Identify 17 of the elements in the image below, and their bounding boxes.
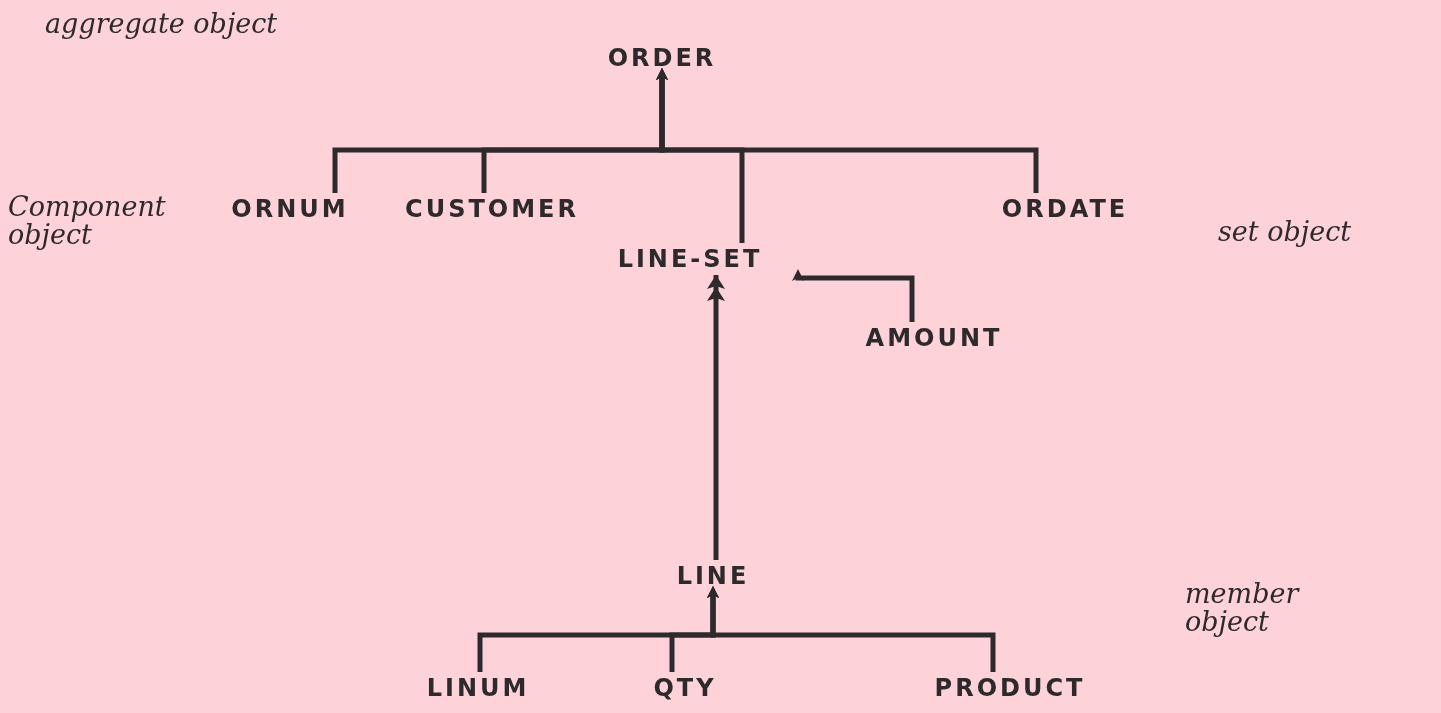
node-label: LINUM bbox=[422, 672, 534, 704]
arrow bbox=[707, 586, 996, 672]
annotation-text: member object bbox=[1185, 580, 1301, 637]
arrow bbox=[656, 68, 1039, 193]
node-label: PRODUCT bbox=[930, 672, 1090, 704]
annotation-text: aggregate object bbox=[45, 10, 279, 39]
annotation-text: Component object bbox=[8, 193, 167, 250]
node-label: ORDER bbox=[603, 42, 721, 74]
node-label: QTY bbox=[649, 672, 721, 704]
node-label: CUSTOMER bbox=[401, 193, 583, 225]
node-label: ORDATE bbox=[997, 193, 1133, 225]
node-label: LINE bbox=[672, 560, 754, 592]
annotation-text: set object bbox=[1218, 218, 1353, 247]
node-label: AMOUNT bbox=[861, 322, 1007, 354]
node-label: ORNUM bbox=[227, 193, 353, 225]
arrow bbox=[792, 269, 915, 322]
node-label: LINE-SET bbox=[613, 243, 767, 275]
